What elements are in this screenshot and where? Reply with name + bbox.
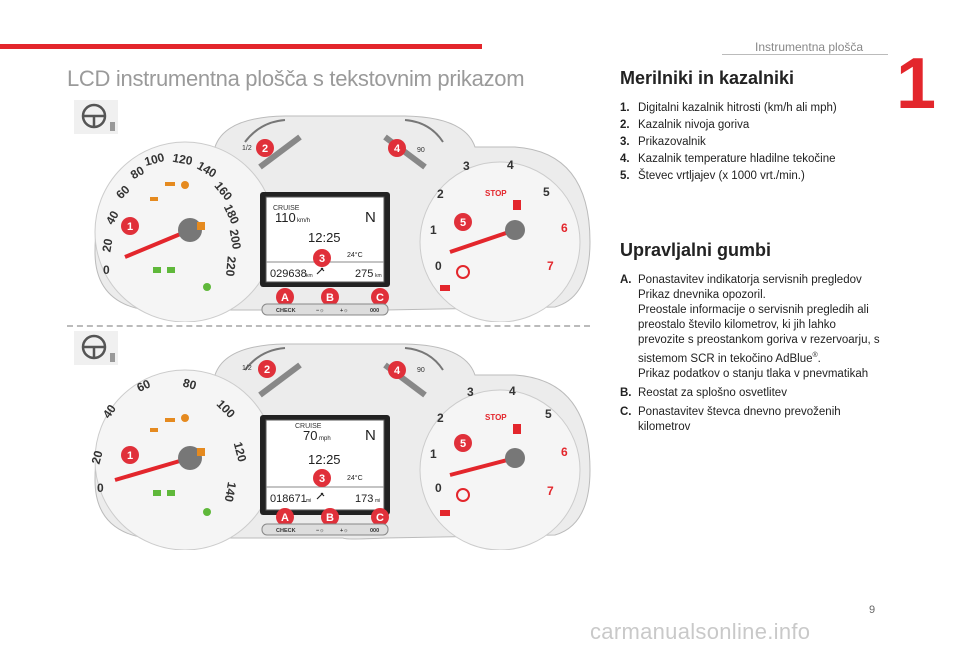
tacho-label: 1	[430, 447, 437, 461]
tacho-label: 3	[467, 385, 474, 399]
cruise-speed: 110	[275, 210, 296, 225]
odometer-unit: km	[306, 273, 313, 279]
tacho-label: 4	[507, 158, 514, 172]
steering-wheel-icon	[74, 331, 118, 365]
stop-warning: STOP	[485, 413, 507, 422]
tacho-label: 7	[547, 259, 554, 273]
speedo-label: 80	[128, 163, 147, 182]
trip-unit: mi	[375, 498, 380, 504]
outside-temp: 24°C	[347, 251, 363, 259]
speedo-label: 80	[181, 376, 198, 393]
odometer: 018671	[270, 493, 307, 505]
tacho-label: 6	[561, 445, 568, 459]
cruise-label: CRUISE	[273, 205, 300, 212]
list-item: 4.Kazalnik temperature hladilne tekočine	[620, 153, 836, 165]
speedo-label: 120	[231, 440, 250, 463]
tacho-label: 5	[543, 185, 550, 199]
list-item: 2.Kazalnik nivoja goriva	[620, 119, 750, 131]
speedo-label: 120	[171, 151, 193, 168]
list-item: 1.Digitalni kazalnik hitrosti (km/h ali …	[620, 102, 837, 114]
temp-90-label: 90	[417, 147, 425, 154]
speedo-label: 0	[103, 263, 110, 277]
chapter-number: 1	[896, 44, 937, 124]
section-divider	[67, 325, 590, 327]
speedo-label: 220	[223, 256, 239, 277]
controls-list: A. Ponastavitev indikatorja servisnih pr…	[620, 273, 882, 439]
tacho-label: 5	[545, 407, 552, 421]
tacho-label: 1	[430, 223, 437, 237]
list-item: 3.Prikazovalnik	[620, 136, 706, 148]
speedo-label: 100	[143, 150, 166, 169]
speedo-label: 20	[89, 449, 106, 466]
odometer: 029638	[270, 268, 307, 280]
speedo-label: 140	[222, 481, 239, 503]
odometer-unit: mi	[306, 498, 311, 504]
clock: 12:25	[308, 452, 341, 467]
page-number: 9	[869, 604, 876, 616]
outside-temp: 24°C	[347, 474, 363, 482]
gear-indicator: N	[365, 427, 376, 444]
fuel-half-label: 1/2	[242, 145, 252, 152]
cruise-label: CRUISE	[295, 423, 322, 430]
controls-section-title: Upravljalni gumbi	[620, 240, 772, 260]
watermark: carmanualsonline.info	[590, 619, 811, 644]
section-title-lcd: LCD instrumentna plošča s tekstovnim pri…	[67, 66, 525, 91]
gauges-section-title: Merilniki in kazalniki	[620, 68, 795, 88]
tacho-label: 0	[435, 259, 442, 273]
speedo-label: 40	[103, 208, 122, 227]
list-item: A. Ponastavitev indikatorja servisnih pr…	[620, 274, 880, 380]
tacho-label: 2	[437, 411, 444, 425]
tacho-label: 0	[435, 481, 442, 495]
chapter-title: Instrumentna plošča	[755, 40, 864, 54]
tacho-label: 7	[547, 484, 554, 498]
list-item: B. Reostat za splošno osvetlitev	[620, 386, 787, 399]
tacho-label: 3	[463, 159, 470, 173]
stop-warning: STOP	[485, 189, 507, 198]
list-item: 5.Števec vrtljajev (x 1000 vrt./min.)	[620, 170, 805, 182]
speedo-label: 200	[227, 228, 244, 250]
header-rule	[722, 54, 888, 55]
instrument-cluster-1: CRUISE 110 km/h N 12:25 24°C 029638 km 2…	[94, 115, 591, 322]
speedo-label: 0	[97, 481, 104, 495]
tacho-label: 4	[509, 384, 516, 398]
steering-wheel-icon	[74, 100, 118, 134]
temp-90-label: 90	[417, 367, 425, 374]
tacho-label: 6	[561, 221, 568, 235]
cruise-speed: 70	[303, 428, 317, 443]
cruise-speed-unit: mph	[319, 436, 331, 442]
trip-meter: 173	[355, 493, 373, 505]
trip-unit: km	[375, 273, 382, 279]
header-red-bar	[0, 44, 482, 49]
cruise-speed-unit: km/h	[297, 218, 310, 224]
instrument-cluster-2: CRUISE 70 mph N 12:25 24°C 018671 mi 173…	[89, 343, 591, 550]
tacho-label: 2	[437, 187, 444, 201]
gauges-list: 1.Digitalni kazalnik hitrosti (km/h ali …	[620, 100, 837, 185]
fuel-half-label: 1/2	[242, 365, 252, 372]
speedo-label: 60	[135, 376, 153, 394]
speedo-label: 20	[99, 237, 115, 253]
gear-indicator: N	[365, 209, 376, 226]
clock: 12:25	[308, 230, 341, 245]
trip-meter: 275	[355, 268, 373, 280]
list-item: C. Ponastavitev števca dnevno prevoženih…	[620, 405, 841, 433]
